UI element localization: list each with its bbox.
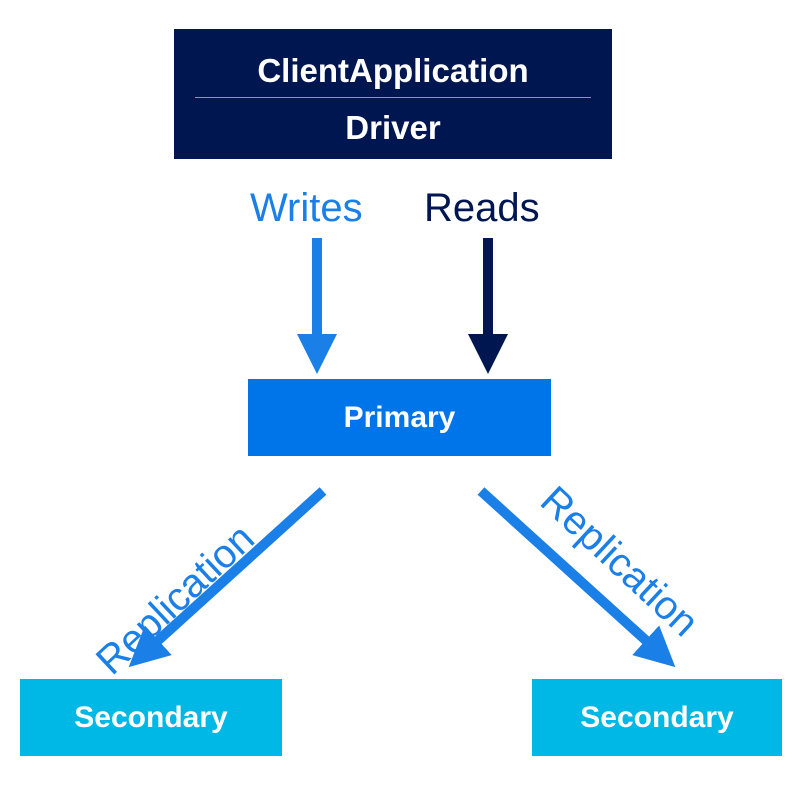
secondary-node-right: Secondary (532, 679, 782, 756)
client-application-label: ClientApplication (257, 52, 529, 89)
client-divider (195, 97, 591, 98)
secondary-label-left: Secondary (74, 700, 228, 734)
writes-label: Writes (250, 186, 363, 230)
secondary-label-right: Secondary (580, 700, 734, 734)
replication-arrow-right (477, 487, 676, 668)
primary-node: Primary (248, 379, 551, 456)
replication-arrow-left (128, 487, 327, 668)
client-application-box: ClientApplication Driver (174, 29, 612, 159)
reads-label: Reads (424, 186, 540, 230)
secondary-node-left: Secondary (20, 679, 282, 756)
primary-label: Primary (343, 400, 456, 434)
driver-label: Driver (345, 109, 441, 146)
